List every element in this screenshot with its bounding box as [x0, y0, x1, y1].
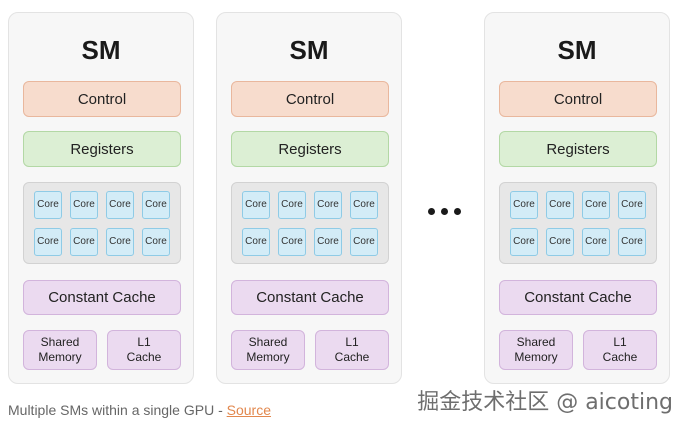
core: Core: [314, 190, 342, 219]
shared-memory: Shared Memory: [23, 330, 97, 370]
control-unit: Control: [23, 81, 181, 117]
core: Core: [106, 190, 134, 219]
core: Core: [70, 227, 98, 256]
sm-title: SM: [81, 35, 121, 65]
ellipsis-dot: [428, 208, 435, 215]
core: Core: [242, 227, 270, 256]
watermark: 掘金技术社区 @ aicoting: [417, 390, 673, 415]
l1-cache: L1 Cache: [583, 330, 657, 370]
sm-block: SM Control Registers Core Core Core Core…: [484, 12, 670, 384]
sm-title: SM: [289, 35, 329, 65]
core: Core: [34, 227, 62, 256]
l1-cache: L1 Cache: [315, 330, 389, 370]
control-unit: Control: [231, 81, 389, 117]
source-link[interactable]: Source: [226, 402, 271, 418]
registers-block: Registers: [499, 131, 657, 167]
core: Core: [242, 190, 270, 219]
core: Core: [510, 190, 538, 219]
ellipsis-icon: [428, 208, 461, 215]
shared-memory: Shared Memory: [231, 330, 305, 370]
core: Core: [314, 227, 342, 256]
caption-text: Multiple SMs within a single GPU -: [8, 402, 227, 418]
core: Core: [106, 227, 134, 256]
registers-block: Registers: [23, 131, 181, 167]
core: Core: [278, 190, 306, 219]
core: Core: [546, 227, 574, 256]
figure-caption: Multiple SMs within a single GPU - Sourc…: [8, 402, 271, 418]
core: Core: [142, 190, 170, 219]
core: Core: [582, 190, 610, 219]
ellipsis-dot: [441, 208, 448, 215]
control-unit: Control: [499, 81, 657, 117]
core: Core: [142, 227, 170, 256]
core: Core: [618, 190, 646, 219]
sm-title: SM: [557, 35, 597, 65]
core: Core: [618, 227, 646, 256]
core-array: Core Core Core Core Core Core Core Core: [23, 182, 181, 264]
l1-cache: L1 Cache: [107, 330, 181, 370]
core: Core: [546, 190, 574, 219]
sm-block: SM Control Registers Core Core Core Core…: [216, 12, 402, 384]
constant-cache: Constant Cache: [499, 280, 657, 315]
core: Core: [350, 190, 378, 219]
constant-cache: Constant Cache: [23, 280, 181, 315]
core: Core: [350, 227, 378, 256]
constant-cache: Constant Cache: [231, 280, 389, 315]
core: Core: [34, 190, 62, 219]
core: Core: [70, 190, 98, 219]
sm-block: SM Control Registers Core Core Core Core…: [8, 12, 194, 384]
core: Core: [510, 227, 538, 256]
shared-memory: Shared Memory: [499, 330, 573, 370]
ellipsis-dot: [454, 208, 461, 215]
core: Core: [278, 227, 306, 256]
core-array: Core Core Core Core Core Core Core Core: [499, 182, 657, 264]
core: Core: [582, 227, 610, 256]
registers-block: Registers: [231, 131, 389, 167]
core-array: Core Core Core Core Core Core Core Core: [231, 182, 389, 264]
